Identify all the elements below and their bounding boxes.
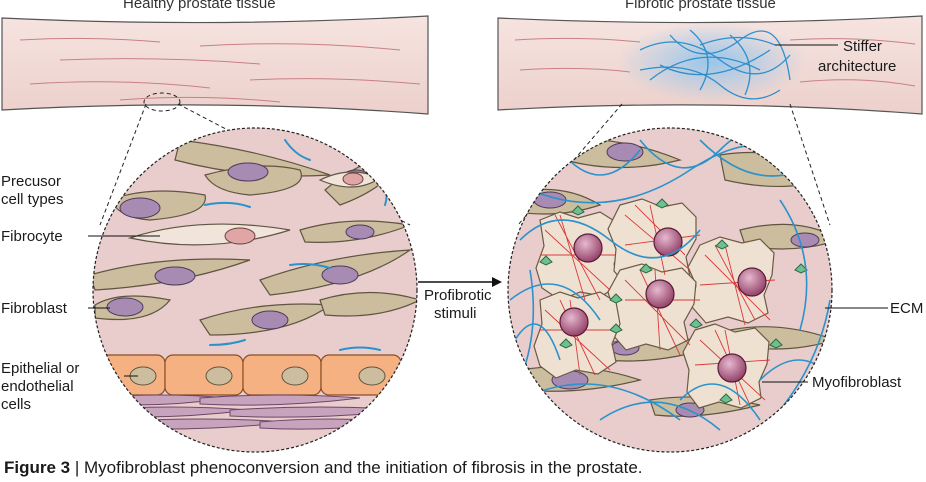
epithelial-label-line1: Epithelial or: [1, 360, 80, 377]
epithelial-label-line3: cells: [1, 396, 32, 413]
caption-text: Myofibroblast phenoconversion and the in…: [84, 458, 643, 477]
fibrotic-tissue-title: Fibrotic prostate tissue: [625, 0, 776, 12]
fibrotic-tissue-strip: [497, 15, 923, 115]
conversion-arrow: [418, 277, 502, 287]
healthy-tissue-strip: [1, 15, 429, 115]
figure-caption: Figure 3 | Myofibroblast phenoconversion…: [4, 458, 643, 478]
fibrocyte-label: Fibrocyte: [1, 228, 63, 245]
myofibroblast-label: Myofibroblast: [812, 374, 902, 391]
ecm-label: ECM: [890, 300, 924, 317]
stimuli-label-line2: stimuli: [434, 305, 477, 322]
collagen-fibrils: [204, 139, 388, 351]
stiffer-label-line2: architecture: [818, 58, 897, 75]
fibrotic-magnified-view: [507, 127, 833, 453]
focal-adhesions: [539, 198, 808, 404]
epithelial-cells: [93, 354, 402, 396]
label-leaders: [88, 44, 888, 383]
fibroblast-label: Fibroblast: [1, 300, 67, 317]
epithelial-label-line2: endothelial: [1, 378, 74, 395]
healthy-tissue-title: Healthy prostate tissue: [123, 0, 276, 12]
myofibroblast-cells: [533, 198, 776, 409]
precursor-label-line1: Precusor: [1, 173, 62, 190]
fibrocyte-cells: [127, 171, 382, 246]
fibroblast-nuclei: [106, 162, 375, 330]
healthy-magnified-view: [92, 127, 418, 453]
caption-separator: |: [70, 458, 84, 477]
figure-number: Figure 3: [4, 458, 71, 477]
stimuli-label-line1: Profibrotic: [424, 287, 492, 304]
stiffer-label-line1: Stiffer: [843, 38, 882, 55]
precursor-label-line2: cell types: [1, 191, 64, 208]
